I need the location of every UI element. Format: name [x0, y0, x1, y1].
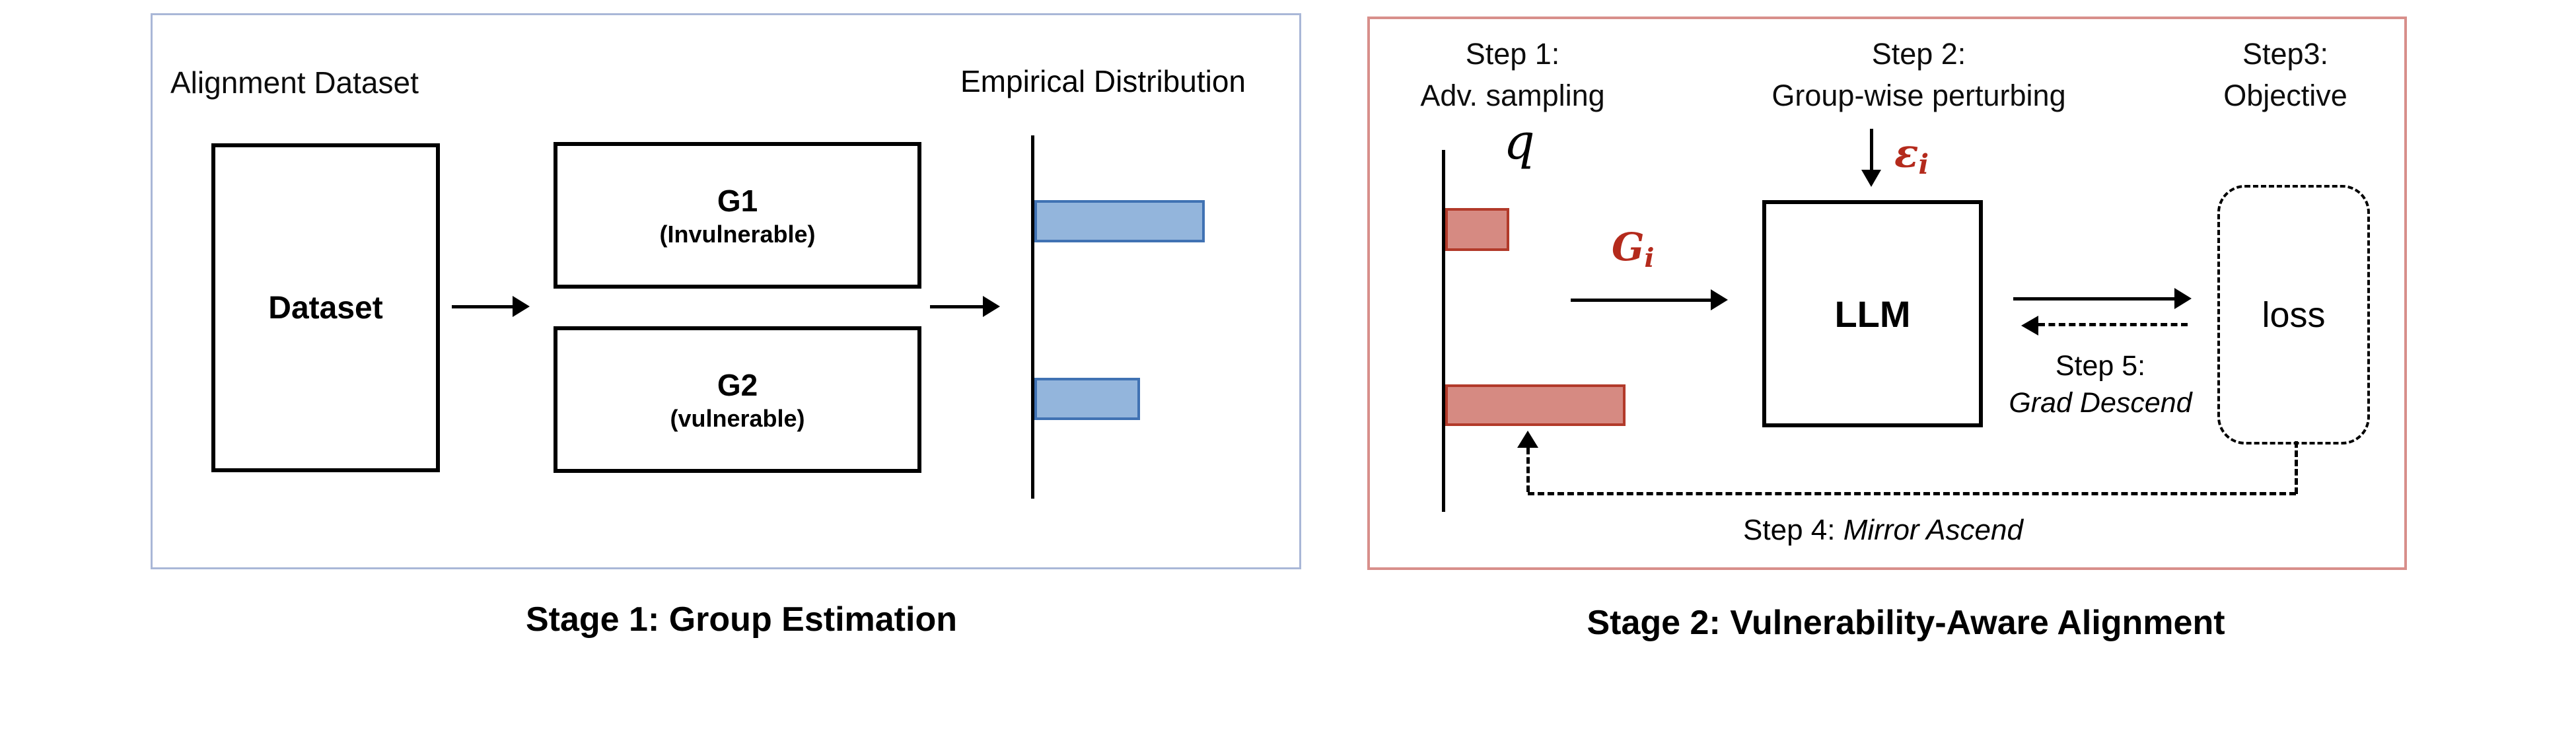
step5-line1: Step 5: — [2055, 350, 2146, 382]
g1-frequency-bar — [1034, 200, 1205, 242]
mirror-ascend-vline — [1526, 448, 1530, 492]
arrow-llm-to-loss-shaft — [2013, 297, 2174, 301]
stage2-caption: Stage 2: Vulnerability-Aware Alignment — [1587, 604, 2225, 642]
g2-sublabel: (vulnerable) — [670, 405, 805, 432]
mirror-ascend-arrowhead-icon — [1517, 431, 1538, 448]
stage2-panel — [1367, 17, 2407, 570]
adv-bar-g2 — [1445, 384, 1626, 426]
dataset-label: Dataset — [268, 290, 383, 326]
g1-sublabel: (Invulnerable) — [659, 221, 816, 248]
g2-label: G2 — [717, 368, 758, 402]
arrow-groups-to-distribution-shaft — [930, 305, 983, 308]
alignment-dataset-label: Alignment Dataset — [170, 65, 419, 100]
arrow-dataset-to-groups-shaft — [452, 305, 513, 308]
llm-label: LLM — [1834, 293, 1911, 335]
step4-prefix: Step 4: — [1743, 514, 1843, 546]
dashed-arrow-loss-to-llm-head-icon — [2021, 316, 2038, 336]
adv-bar-g1 — [1445, 208, 1509, 251]
group-gi-label: Gi — [1612, 225, 1655, 273]
step3-label: Step3: Objective — [2153, 33, 2417, 116]
epsilon-base: ε — [1894, 131, 1919, 177]
adv-sampling-axis — [1442, 150, 1445, 512]
step1-line1: Step 1: — [1465, 37, 1560, 71]
arrow-dataset-to-groups-head-icon — [513, 296, 530, 317]
epsilon-subscript: i — [1918, 149, 1929, 181]
epsilon-arrow-head-icon — [1861, 170, 1881, 187]
step4-label: Step 4: Mirror Ascend — [1682, 514, 2085, 547]
loss-box: loss — [2217, 185, 2370, 444]
step2-line2: Group-wise perturbing — [1771, 79, 2066, 112]
step1-label: Step 1: Adv. sampling — [1374, 33, 1651, 116]
arrow-sample-to-llm-head-icon — [1711, 289, 1728, 310]
dataset-box: Dataset — [211, 143, 440, 472]
loss-connector-line — [2295, 441, 2298, 494]
arrow-llm-to-loss-head-icon — [2174, 288, 2192, 309]
llm-box: LLM — [1762, 200, 1983, 427]
empirical-distribution-label: Empirical Distribution — [960, 64, 1246, 98]
step4-emphasis: Mirror Ascend — [1843, 514, 2023, 546]
step2-line1: Step 2: — [1871, 37, 1966, 71]
step1-line2: Adv. sampling — [1420, 79, 1605, 112]
arrow-sample-to-llm-shaft — [1571, 299, 1711, 302]
dashed-arrow-loss-to-llm-shaft — [2038, 323, 2188, 326]
arrow-groups-to-distribution-head-icon — [983, 296, 1000, 317]
epsilon-arrow-shaft — [1870, 129, 1873, 170]
loss-label: loss — [2262, 295, 2326, 335]
q-distribution-label: q — [1503, 114, 1535, 170]
g1-label: G1 — [717, 184, 758, 218]
mirror-ascend-hline — [1528, 492, 2296, 495]
step5-line2: Grad Descend — [2009, 387, 2192, 419]
step2-label: Step 2: Group-wise perturbing — [1717, 33, 2120, 116]
g2-frequency-bar — [1034, 378, 1140, 420]
g1-box: G1 (Invulnerable) — [554, 142, 921, 289]
step5-label: Step 5: Grad Descend — [2001, 347, 2200, 421]
step3-line2: Objective — [2223, 79, 2347, 112]
gi-base: G — [1612, 225, 1645, 269]
stage1-panel — [151, 13, 1301, 569]
gi-subscript: i — [1644, 242, 1655, 273]
g2-box: G2 (vulnerable) — [554, 326, 921, 473]
epsilon-i-label: εi — [1894, 131, 1929, 180]
stage1-caption: Stage 1: Group Estimation — [526, 600, 957, 639]
distribution-axis — [1031, 135, 1034, 499]
step3-line1: Step3: — [2242, 37, 2329, 71]
